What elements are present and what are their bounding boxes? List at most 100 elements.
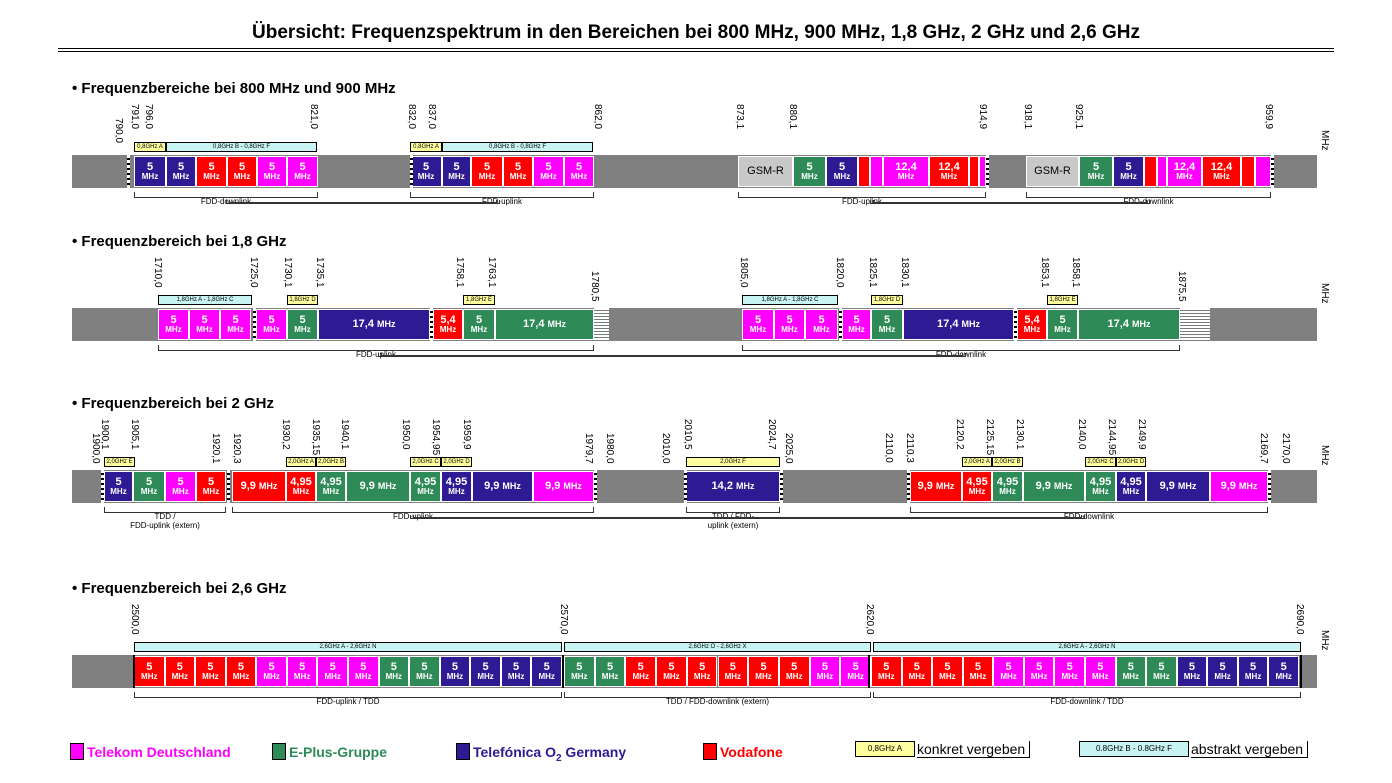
tick-label: 1763,1 (486, 257, 497, 288)
block-unit: MHz (1122, 672, 1140, 682)
block-value: 5 (299, 313, 306, 326)
tick-label: 832,0 (406, 104, 417, 130)
block-unit: MHz (999, 487, 1016, 497)
block-unit: MHz (232, 672, 250, 682)
block-value: 5 (838, 160, 846, 173)
block-unit: MHz (833, 172, 851, 182)
block-value: 5 (514, 160, 522, 173)
tick-label: 862,0 (592, 104, 603, 130)
tick-label: 1858,1 (1070, 257, 1081, 288)
block-value: 5 (329, 660, 336, 673)
block-unit: MHz (140, 487, 158, 497)
block-value: 17,4 (523, 317, 545, 330)
block-unit: MHz (292, 487, 310, 497)
block-value: 5 (606, 660, 614, 673)
block-value: 5 (115, 475, 122, 488)
tick-label: 1900,1 (99, 419, 110, 450)
tick-label: 2110,3 (904, 433, 915, 463)
legend-swatch (703, 743, 717, 760)
block-value: 14,2 (711, 479, 733, 492)
duplex-label: FDD-uplink (392, 512, 433, 521)
block-unit: MHz (538, 672, 555, 682)
block-value: 5 (913, 660, 920, 673)
block-unit: MHz (293, 672, 311, 682)
block-value: 5 (545, 160, 552, 173)
tick-label: 2149,9 (1136, 419, 1147, 450)
legend-swatch (70, 743, 84, 760)
block-unit: MHz (202, 672, 219, 682)
legend-konkret-label: konkret vergeben (917, 741, 1031, 758)
pairing-link (413, 515, 1082, 518)
block-unit: MHz (632, 672, 649, 682)
guard-separator (127, 155, 130, 188)
block-unit: MHz (1030, 672, 1048, 682)
tick-label: 880,1 (787, 104, 798, 130)
license-box: 2,0GHz B (992, 457, 1023, 467)
block-unit: MHz (1244, 672, 1262, 682)
block-unit: MHz (448, 172, 465, 182)
unit-label: MHz (1319, 445, 1330, 466)
block-unit: MHz (693, 672, 711, 682)
band-edge-line (1300, 655, 1302, 688)
block-unit: MHz (1213, 172, 1230, 182)
tick-label: 1954,95 (430, 419, 441, 456)
block-unit: MHz (478, 172, 496, 182)
reserved-hatch (594, 308, 609, 341)
block-value: 5 (1219, 660, 1226, 673)
block-unit: MHz (801, 172, 818, 182)
block-value: 5 (513, 660, 520, 673)
tick-label: 2620,0 (864, 604, 875, 635)
block-unit: MHz (165, 325, 182, 335)
duplex-label: FDD-uplink (841, 197, 882, 206)
block-value: GSM-R (747, 164, 784, 177)
duplex-bracket (686, 507, 780, 513)
block-unit: MHz (816, 672, 834, 682)
guard-separator (1268, 470, 1271, 503)
block-value: 5 (177, 160, 185, 173)
tick-label: 2110,0 (883, 433, 894, 463)
block-value: 5 (699, 660, 706, 673)
block-unit: MHz (878, 325, 896, 335)
block-unit: MHz (172, 172, 190, 182)
tick-label: 1940,1 (339, 419, 350, 450)
tick-label: 1935,15 (310, 419, 321, 456)
duplex-bracket (232, 507, 594, 513)
tick-label: 1920,1 (210, 433, 221, 464)
section-title: • Frequenzbereich bei 1,8 GHz (72, 233, 287, 250)
guard-separator (839, 308, 842, 341)
legend-label-text: E-Plus-Gruppe (289, 744, 388, 760)
tick-label: 1959,9 (461, 419, 472, 450)
block-value: 17,4 (1107, 317, 1129, 330)
tick-label: 1930,2 (280, 419, 291, 450)
frequency-block (979, 156, 986, 187)
block-unit: MHz (1092, 672, 1109, 682)
block-value: 9,9 (240, 479, 256, 492)
block-value: 5 (268, 660, 275, 673)
block-value: 4,95 (320, 475, 342, 488)
license-box: 2,0GHz C (410, 457, 441, 467)
tick-label: 2140,0 (1076, 419, 1087, 450)
title-rule-top (58, 48, 1334, 49)
block-value: 5 (1059, 313, 1066, 326)
license-box: 2,0GHz E (104, 457, 135, 467)
